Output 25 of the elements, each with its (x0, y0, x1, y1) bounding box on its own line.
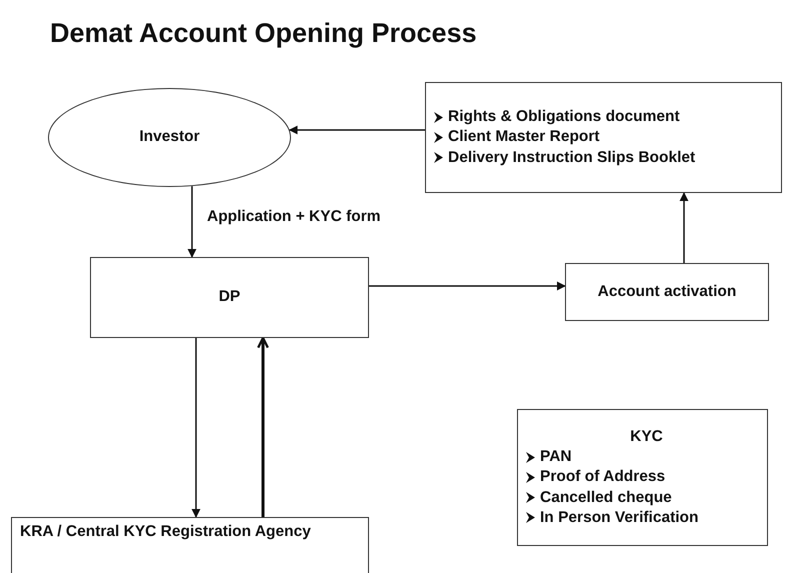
list-item: Rights & Obligations document (448, 107, 680, 128)
process-box (425, 82, 782, 193)
node-label: Account activation (598, 282, 736, 302)
process-box (90, 257, 369, 338)
list-item: Client Master Report (448, 127, 600, 148)
diagram-title: Demat Account Opening Process (50, 18, 477, 49)
list-item: Cancelled cheque (540, 488, 672, 508)
node-label: Investor (139, 127, 200, 148)
list-item: In Person Verification (540, 508, 698, 528)
node-label: KRA / Central KYC Registration Agency (20, 522, 311, 542)
arrow (680, 192, 688, 263)
arrow (288, 126, 425, 134)
process-box (517, 409, 768, 546)
arrow (257, 336, 269, 517)
arrow (369, 282, 566, 290)
process-box (565, 263, 769, 321)
list-item: Proof of Address (540, 467, 666, 488)
edge-label: Application + KYC form (207, 208, 381, 226)
list-item: Delivery Instruction Slips Booklet (448, 148, 696, 168)
process-box (11, 517, 369, 573)
box-heading: KYC (630, 427, 663, 448)
node-label: DP (218, 287, 240, 308)
list-item: PAN (540, 447, 572, 468)
arrow (192, 338, 200, 518)
arrow (188, 186, 196, 258)
